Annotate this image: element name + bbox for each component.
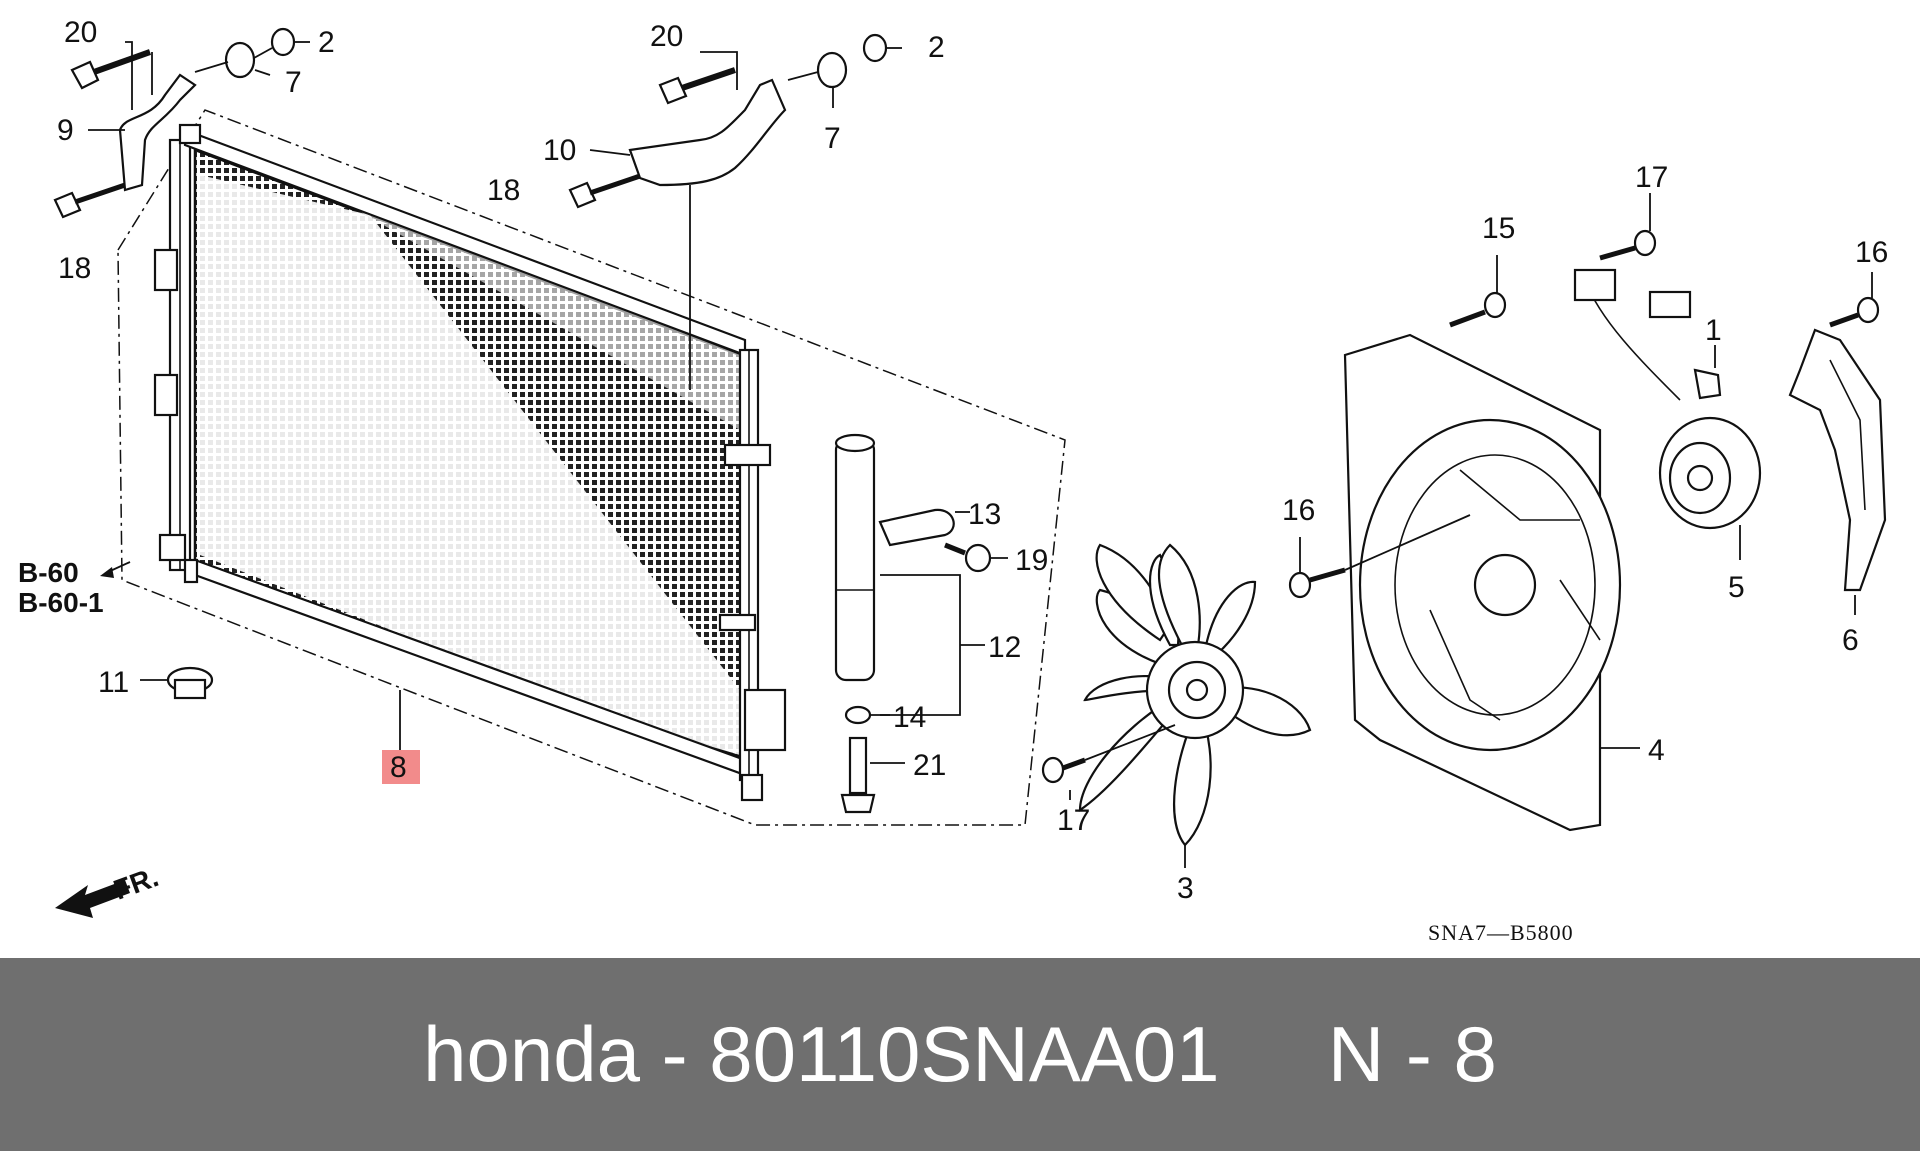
label-4: 4 xyxy=(1648,734,1665,767)
receiver-dryer-group xyxy=(834,433,1008,814)
grommet-7-middle xyxy=(816,51,848,89)
nut-2-left xyxy=(270,27,296,57)
label-21: 21 xyxy=(913,749,946,782)
bolt-20-left xyxy=(70,49,152,90)
bolt-18-left xyxy=(53,182,126,219)
front-direction-arrow xyxy=(55,880,130,918)
diagram-reference-code: SNA7—B5800 xyxy=(1428,920,1574,945)
label-15: 15 xyxy=(1482,212,1515,245)
o-ring-14 xyxy=(844,705,872,725)
part-number-footer: honda - 80110SNAA01 N - 8 xyxy=(0,958,1920,1151)
label-17-top: 17 xyxy=(1635,161,1668,194)
label-11: 11 xyxy=(98,666,129,699)
label-13: 13 xyxy=(968,498,1001,531)
label-7-middle: 7 xyxy=(824,122,841,155)
label-8: 8 xyxy=(390,751,407,784)
left-bracket-group xyxy=(53,27,310,219)
label-19: 19 xyxy=(1015,544,1048,577)
highlight-box-8 xyxy=(382,750,420,784)
label-17-fan: 17 xyxy=(1057,804,1090,837)
middle-bracket-group xyxy=(568,33,902,390)
nut-2-middle xyxy=(862,33,888,63)
bolt-19 xyxy=(944,542,992,573)
label-2-middle: 2 xyxy=(928,31,945,64)
label-18-left: 18 xyxy=(58,252,91,285)
label-16-right: 16 xyxy=(1855,236,1888,269)
bolt-20-middle xyxy=(658,67,736,105)
bolt-21 xyxy=(840,736,876,814)
label-7-left: 7 xyxy=(285,66,302,99)
label-16-left: 16 xyxy=(1282,494,1315,527)
bolt-17-fan xyxy=(1041,724,1176,800)
bolt-17-top xyxy=(1599,193,1657,261)
part-number-title: honda - 80110SNAA01 N - 8 xyxy=(423,1010,1497,1098)
label-9: 9 xyxy=(57,114,74,147)
grommet-7-left xyxy=(224,41,256,79)
label-20-left: 20 xyxy=(64,16,97,49)
label-5: 5 xyxy=(1728,571,1745,604)
label-10: 10 xyxy=(543,134,576,167)
condenser-assembly xyxy=(117,109,1066,826)
label-1: 1 xyxy=(1705,314,1722,347)
label-b60: B-60 xyxy=(18,557,79,588)
label-fr: FR. xyxy=(109,861,162,906)
label-18-middle: 18 xyxy=(487,174,520,207)
fan-motor-5 xyxy=(1573,268,1762,560)
label-20-middle: 20 xyxy=(650,20,683,53)
fan-shroud-4 xyxy=(1343,333,1640,832)
air-guide-6 xyxy=(1788,328,1887,615)
label-12: 12 xyxy=(988,631,1021,664)
label-14: 14 xyxy=(893,701,926,734)
clip-1 xyxy=(1693,345,1722,400)
cooling-fan-3 xyxy=(1078,543,1312,868)
rubber-mount-11 xyxy=(140,666,214,700)
bolt-16-left xyxy=(1288,514,1471,599)
bolt-18-middle xyxy=(568,173,641,209)
bolt-16-right xyxy=(1829,272,1880,328)
label-b60-1: B-60-1 xyxy=(18,587,104,618)
bolt-15 xyxy=(1449,255,1507,328)
label-3: 3 xyxy=(1177,872,1194,905)
exploded-parts-diagram: 20 2 7 9 18 20 2 7 10 18 17 15 16 1 5 6 … xyxy=(18,16,1888,945)
label-6: 6 xyxy=(1842,624,1859,657)
label-2-left: 2 xyxy=(318,26,335,59)
